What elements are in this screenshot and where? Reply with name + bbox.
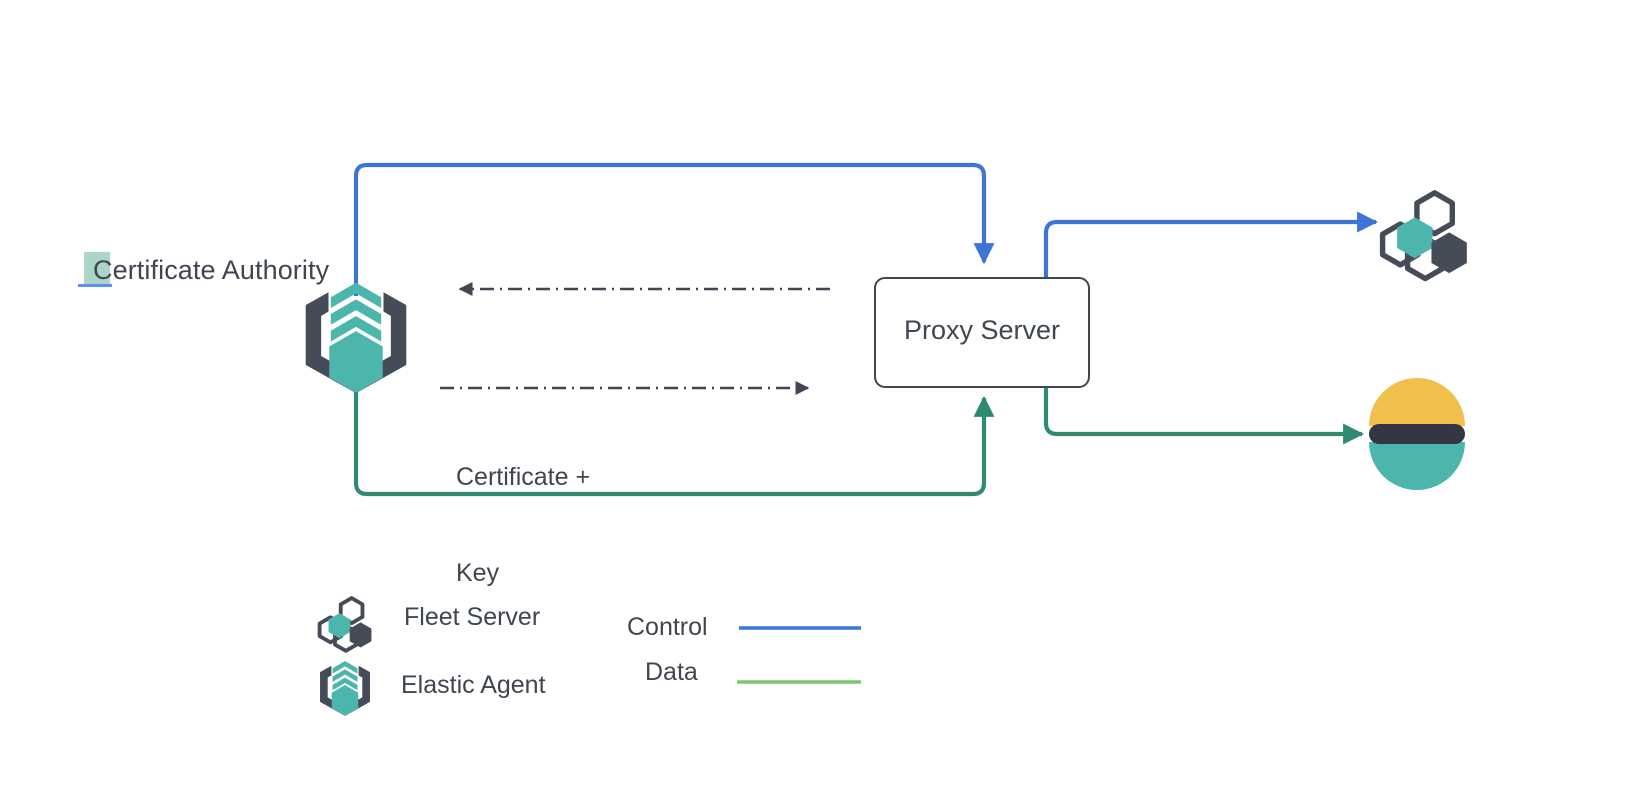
certificate-key-edge-label-line1: Certificate +	[456, 463, 591, 491]
edge-proxy-to-fleet-control	[1043, 211, 1379, 278]
legend-line-label-data: Data	[645, 658, 698, 686]
edge-proxy-to-elasticsearch-data	[1043, 388, 1365, 445]
elasticsearch-icon	[1369, 378, 1465, 490]
legend-line-label-control: Control	[627, 613, 708, 641]
legend-item-label-fleet-server: Fleet Server	[404, 603, 541, 631]
certificate-authority-label-underline	[78, 284, 112, 287]
edge-agent-to-proxy-data	[353, 372, 995, 497]
legend-elastic-agent-icon	[320, 661, 370, 716]
legend-fleet-server-icon	[317, 596, 372, 653]
proxy-server-node[interactable]	[874, 277, 1090, 388]
fleet-server-icon	[1379, 190, 1467, 282]
legend-item-label-elastic-agent: Elastic Agent	[401, 671, 546, 699]
certificate-authority-label: Certificate Authority	[93, 255, 330, 285]
edge-agent-to-proxy-control	[353, 162, 995, 296]
certificate-authority-label-highlight	[84, 252, 110, 284]
proxy-server-label: Proxy Server	[903, 315, 1061, 345]
certificate-key-edge-label: Certificate + Key	[456, 397, 590, 653]
elastic-agent-icon	[305, 282, 407, 394]
certificate-key-edge-label-line2: Key	[456, 559, 500, 587]
